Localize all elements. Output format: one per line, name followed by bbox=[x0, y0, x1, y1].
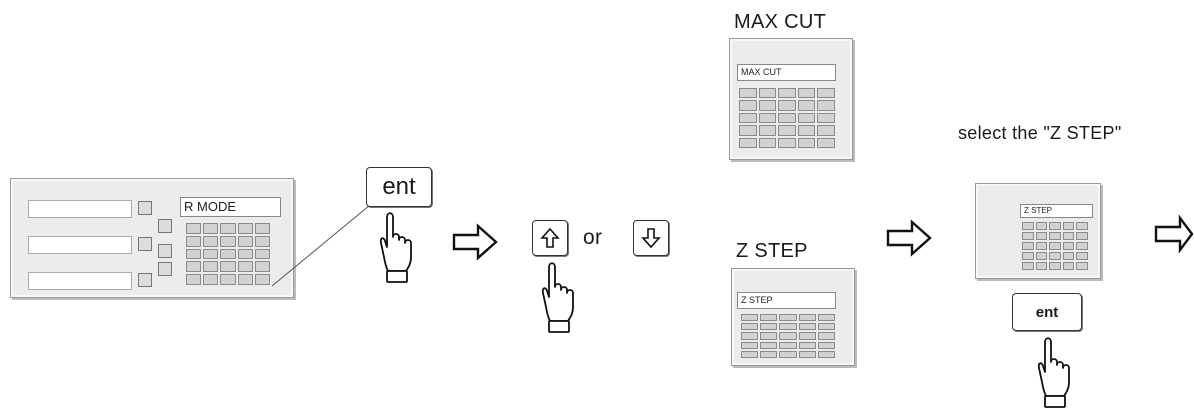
ent-key-label: ent bbox=[382, 173, 416, 200]
aux-button-2 bbox=[158, 244, 172, 258]
axis-readout-z bbox=[28, 272, 132, 290]
selected-keypad bbox=[1022, 222, 1088, 270]
axis-readout-y bbox=[28, 236, 132, 254]
right-arrow-icon bbox=[452, 223, 498, 261]
callout-line bbox=[271, 204, 371, 287]
ent-key-confirm[interactable]: ent bbox=[1012, 293, 1082, 331]
max-cut-title: MAX CUT bbox=[734, 11, 827, 33]
dro-keypad bbox=[186, 223, 270, 285]
ent-key-confirm-label: ent bbox=[1035, 303, 1059, 321]
down-arrow-icon bbox=[641, 228, 661, 249]
max-cut-keypad bbox=[739, 88, 835, 148]
up-arrow-icon bbox=[540, 227, 560, 248]
dro-mode-display: R MODE bbox=[180, 197, 281, 217]
or-label: or bbox=[583, 226, 603, 249]
aux-button-1 bbox=[158, 219, 172, 233]
z-step-title: Z STEP bbox=[736, 240, 808, 262]
select-z-step-instruction: select the "Z STEP" bbox=[958, 123, 1122, 143]
axis-readout-x bbox=[28, 200, 132, 218]
axis-button-z bbox=[138, 273, 152, 287]
right-arrow-icon bbox=[1154, 214, 1194, 254]
aux-button-3 bbox=[158, 262, 172, 276]
z-step-keypad bbox=[741, 314, 835, 358]
pointing-hand-icon bbox=[379, 212, 412, 283]
up-arrow-key[interactable] bbox=[532, 220, 568, 256]
right-arrow-icon bbox=[886, 219, 932, 257]
max-cut-display: MAX CUT bbox=[737, 64, 836, 81]
down-arrow-key[interactable] bbox=[633, 220, 669, 256]
ent-key[interactable]: ent bbox=[366, 167, 432, 207]
pointing-hand-icon bbox=[1037, 337, 1070, 408]
z-step-display: Z STEP bbox=[737, 292, 836, 309]
axis-button-y bbox=[138, 237, 152, 251]
axis-button-x bbox=[138, 201, 152, 215]
selected-display: Z STEP bbox=[1020, 204, 1093, 218]
pointing-hand-icon bbox=[541, 262, 574, 333]
